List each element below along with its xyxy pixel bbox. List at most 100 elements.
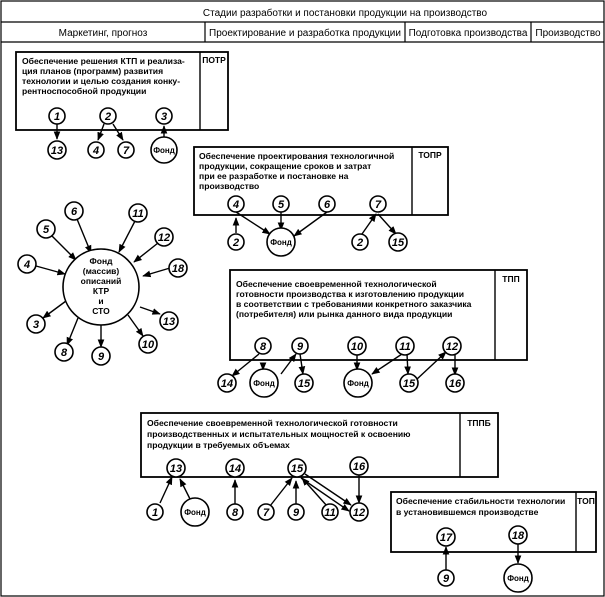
svg-text:ция планов (программ) развития: ция планов (программ) развития <box>22 66 163 76</box>
box5-links <box>442 544 522 570</box>
svg-text:17: 17 <box>440 532 453 544</box>
svg-text:технологии и целью создания ко: технологии и целью создания конку- <box>22 76 180 86</box>
svg-text:4: 4 <box>92 145 99 157</box>
svg-text:8: 8 <box>260 341 267 353</box>
svg-text:15: 15 <box>298 378 311 390</box>
stage-production: Производство <box>535 28 601 39</box>
svg-text:продукции, сокращение сроков и: продукции, сокращение сроков и затрат <box>199 161 371 171</box>
svg-text:18: 18 <box>512 530 525 542</box>
svg-text:Обеспечение стабильности техно: Обеспечение стабильности технологии <box>396 496 565 506</box>
svg-text:16: 16 <box>353 461 366 473</box>
box4-links <box>159 473 363 512</box>
box3-links <box>231 351 459 381</box>
svg-text:1: 1 <box>54 111 60 123</box>
hub: Фонд (массив) описаний КТР и СТО <box>62 248 140 326</box>
svg-text:16: 16 <box>449 378 462 390</box>
svg-text:СТО: СТО <box>92 306 110 316</box>
svg-text:13: 13 <box>170 463 182 475</box>
box-tag: ТПП <box>502 274 519 284</box>
svg-text:9: 9 <box>297 341 304 353</box>
svg-text:13: 13 <box>163 316 175 328</box>
svg-text:15: 15 <box>392 237 405 249</box>
box1-nodes: 1 2 3 13 4 7 Фонд <box>47 107 178 164</box>
svg-text:производство: производство <box>199 181 259 191</box>
svg-text:4: 4 <box>232 199 239 211</box>
box-potr: ПОТР Обеспечение решения КТП и реализа- … <box>15 51 229 131</box>
svg-text:продукции в требуемых объемах: продукции в требуемых объемах <box>147 440 290 450</box>
svg-text:12: 12 <box>446 341 458 353</box>
svg-text:9: 9 <box>98 351 105 363</box>
svg-text:в соответствии с требованиями: в соответствии с требованиями конкретног… <box>236 299 472 309</box>
svg-text:14: 14 <box>229 463 241 475</box>
svg-text:3: 3 <box>33 319 39 331</box>
stage-marketing: Маркетинг, прогноз <box>59 28 148 39</box>
svg-text:7: 7 <box>123 145 130 157</box>
svg-text:11: 11 <box>324 507 335 519</box>
svg-text:описаний: описаний <box>81 276 122 286</box>
svg-text:12: 12 <box>353 507 365 519</box>
svg-text:10: 10 <box>142 339 155 351</box>
svg-text:5: 5 <box>43 224 50 236</box>
box-tpp: ТПП Обеспечение своевременной технологич… <box>229 269 528 361</box>
svg-text:при ее разработке и постановке: при ее разработке и постановке на <box>199 171 349 181</box>
svg-text:18: 18 <box>172 263 185 275</box>
svg-text:2: 2 <box>356 237 363 249</box>
svg-text:и: и <box>98 296 103 306</box>
stage-preparation: Подготовка производства <box>409 28 528 39</box>
box-tag: ТОП <box>577 496 595 506</box>
box3-nodes: 8 9 10 11 12 14 Фонд 15 Фонд 15 16 <box>217 336 465 398</box>
svg-text:рентноспособной продукции: рентноспособной продукции <box>22 86 146 96</box>
svg-text:2: 2 <box>232 237 239 249</box>
svg-text:9: 9 <box>293 507 300 519</box>
box2-links <box>232 211 397 237</box>
svg-text:2: 2 <box>104 111 111 123</box>
svg-text:КТР: КТР <box>93 286 110 296</box>
svg-text:7: 7 <box>263 507 270 519</box>
svg-text:Фонд: Фонд <box>270 238 292 247</box>
svg-text:Обеспечение решения КТП и реал: Обеспечение решения КТП и реализа- <box>22 56 185 66</box>
svg-text:12: 12 <box>158 232 170 244</box>
box4-nodes: 13 14 15 16 1 Фонд 8 7 9 11 12 <box>146 456 369 527</box>
svg-text:9: 9 <box>443 573 450 585</box>
svg-text:Обеспечение проектирования тех: Обеспечение проектирования технологичной <box>199 151 394 161</box>
stage-design: Проектирование и разработка продукции <box>209 27 401 39</box>
svg-text:5: 5 <box>278 199 285 211</box>
hub-circle <box>62 248 140 326</box>
svg-text:(потребителя) или рынка данног: (потребителя) или рынка данного вида про… <box>236 309 452 319</box>
svg-text:13: 13 <box>51 145 63 157</box>
svg-text:11: 11 <box>132 208 143 220</box>
svg-text:Обеспечение своевременной техн: Обеспечение своевременной технологическо… <box>236 279 437 289</box>
header-title: Стадии разработки и постановки продукции… <box>203 7 488 19</box>
svg-text:8: 8 <box>232 507 239 519</box>
svg-text:Фонд: Фонд <box>90 256 114 266</box>
svg-text:1: 1 <box>152 507 158 519</box>
svg-text:Фонд: Фонд <box>253 379 275 388</box>
svg-text:Фонд: Фонд <box>347 379 369 388</box>
svg-text:15: 15 <box>291 463 304 475</box>
hub-nodes: 6 11 5 12 4 18 3 13 8 10 9 <box>17 201 188 366</box>
box-tag: ПОТР <box>202 55 226 65</box>
box-tppb: ТППБ Обеспечение своевременной технологи… <box>140 412 499 478</box>
hub-links <box>35 218 171 348</box>
svg-text:3: 3 <box>161 111 167 123</box>
svg-text:11: 11 <box>399 341 410 353</box>
svg-text:8: 8 <box>61 347 68 359</box>
svg-text:в установившемся производстве: в установившемся производстве <box>396 507 539 517</box>
svg-text:готовности производства к изго: готовности производства к изготовлению п… <box>236 289 464 299</box>
box5-nodes: 17 18 9 Фонд <box>436 525 533 593</box>
svg-text:6: 6 <box>71 206 78 218</box>
svg-text:4: 4 <box>23 259 30 271</box>
svg-text:Фонд: Фонд <box>153 146 175 155</box>
svg-text:Фонд: Фонд <box>507 574 529 583</box>
svg-text:7: 7 <box>375 199 382 211</box>
svg-text:10: 10 <box>351 341 364 353</box>
svg-text:Обеспечение своевременной техн: Обеспечение своевременной технологическо… <box>147 418 398 428</box>
svg-text:14: 14 <box>221 378 233 390</box>
svg-text:производственных и испытательн: производственных и испытательных мощност… <box>147 429 411 439</box>
svg-text:Фонд: Фонд <box>184 508 206 517</box>
box-tag: ТППБ <box>467 418 491 428</box>
svg-text:(массив): (массив) <box>83 266 120 276</box>
svg-text:15: 15 <box>403 378 416 390</box>
box-top: ТОП Обеспечение стабильности технологии … <box>390 491 597 553</box>
